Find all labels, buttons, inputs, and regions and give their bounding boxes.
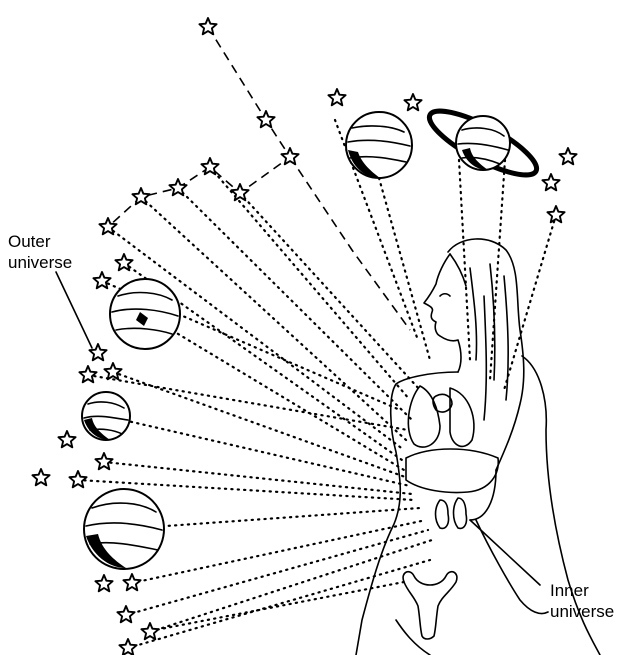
woman-liver (406, 449, 498, 493)
influence-line (459, 160, 470, 360)
influence-line (210, 167, 410, 400)
planet-1 (346, 112, 412, 178)
star-icon (95, 575, 112, 591)
star-icon (231, 184, 248, 200)
woman-eye (440, 294, 450, 296)
woman-kidney-left (436, 500, 449, 528)
star-icon (404, 94, 421, 110)
star-icon (58, 431, 75, 447)
inner-universe-label-line2: universe (550, 602, 614, 621)
star-icon (119, 639, 136, 655)
woman-hair (448, 239, 524, 470)
star-icon (141, 623, 158, 639)
woman-uterus (403, 572, 457, 639)
influence-line (150, 540, 432, 632)
influence-line (88, 375, 408, 430)
inner-universe-label-line1: Inner (550, 581, 589, 600)
outer-universe-label: Outer universe (8, 232, 72, 272)
influence-lines (78, 120, 556, 648)
star-icon (32, 469, 49, 485)
star-icon (547, 206, 564, 222)
woman-navel-line (396, 620, 430, 655)
star-icon (123, 574, 140, 590)
woman-arm (470, 470, 548, 614)
influence-line (178, 188, 412, 420)
outer-universe-label-line2: universe (8, 253, 72, 272)
influence-line (128, 560, 430, 648)
influence-line (104, 462, 412, 494)
star-icon (117, 606, 134, 622)
star-icon (542, 174, 559, 190)
star-icon (559, 148, 576, 164)
star-icon (257, 111, 274, 127)
planet-3 (82, 392, 130, 440)
planet-2 (110, 279, 180, 349)
star-icon (93, 272, 110, 288)
star-icon (104, 363, 121, 379)
influence-line (141, 197, 406, 440)
star-icon (79, 366, 96, 382)
inner-universe-label: Inner universe (550, 581, 614, 621)
woman-profile (424, 254, 461, 372)
saturn-planet (422, 100, 544, 186)
influence-line (240, 193, 420, 390)
constellation-line (290, 157, 410, 330)
star-icon (328, 89, 345, 105)
star-icon (95, 453, 112, 469)
star-icon (69, 471, 86, 487)
influence-line (379, 178, 430, 360)
woman-kidney-right (454, 498, 467, 528)
influence-line (490, 160, 505, 380)
influence-line (106, 416, 410, 486)
planet-4 (84, 489, 164, 569)
outer-universe-label-line1: Outer (8, 232, 51, 251)
influence-line (124, 508, 420, 529)
star-icon (199, 18, 216, 34)
outer-universe-leader-line (56, 272, 92, 348)
star-icon (281, 148, 298, 164)
woman-heart (433, 394, 452, 412)
influence-line (126, 530, 428, 615)
